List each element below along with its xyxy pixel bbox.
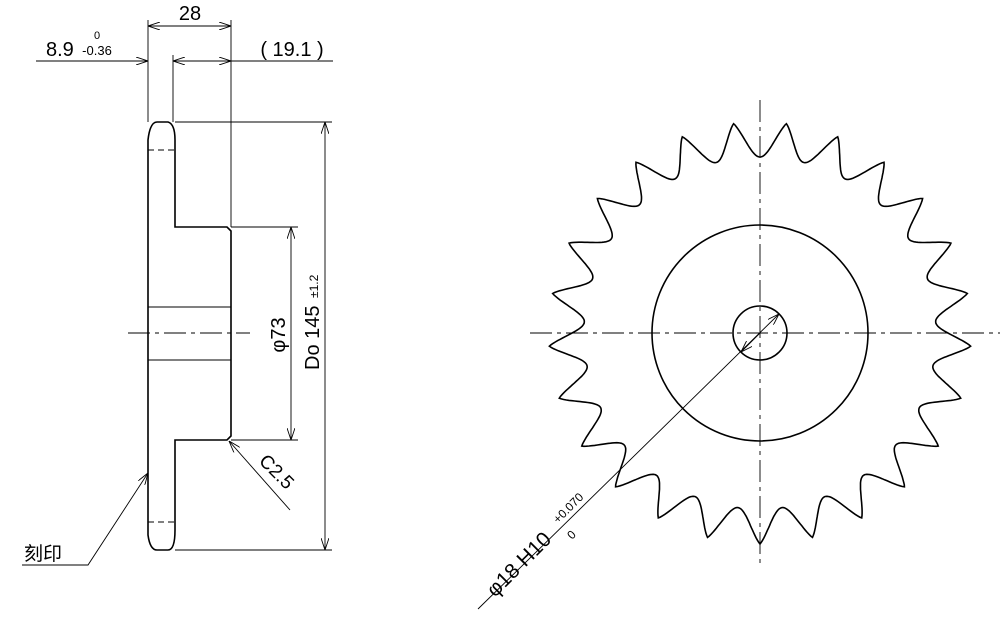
side-outline — [147, 121, 232, 551]
dim-plate: 8.9 — [46, 39, 74, 61]
bore-dim-arrow — [741, 332, 761, 352]
chamfer-leader — [229, 441, 291, 511]
bore-dim: φ18 H10 — [482, 528, 556, 602]
dim-hub-dia: φ73 — [268, 317, 290, 352]
bore-tol-lower: 0 — [564, 527, 579, 542]
dim-plate-tol-lower: -0.36 — [82, 43, 112, 58]
dim-total-width: 28 — [179, 3, 201, 25]
marking-leader — [22, 473, 148, 566]
dim-outer-dia: Do 145 — [302, 306, 324, 371]
dim-hub-ref: ( 19.1 ) — [260, 39, 323, 61]
front-view: φ18 H10 +0.070 0 — [477, 100, 1000, 610]
dim-outer-tol: ±1.2 — [307, 274, 321, 298]
dim-plate-tol-upper: 0 — [94, 30, 100, 42]
side-view: 28 8.9 0 -0.36 ( 19.1 ) φ73 Do 145 ±1.2 … — [22, 3, 333, 566]
marking-label: 刻印 — [24, 543, 62, 565]
bore-leader — [477, 314, 779, 610]
chamfer-label: C2.5 — [254, 451, 297, 494]
